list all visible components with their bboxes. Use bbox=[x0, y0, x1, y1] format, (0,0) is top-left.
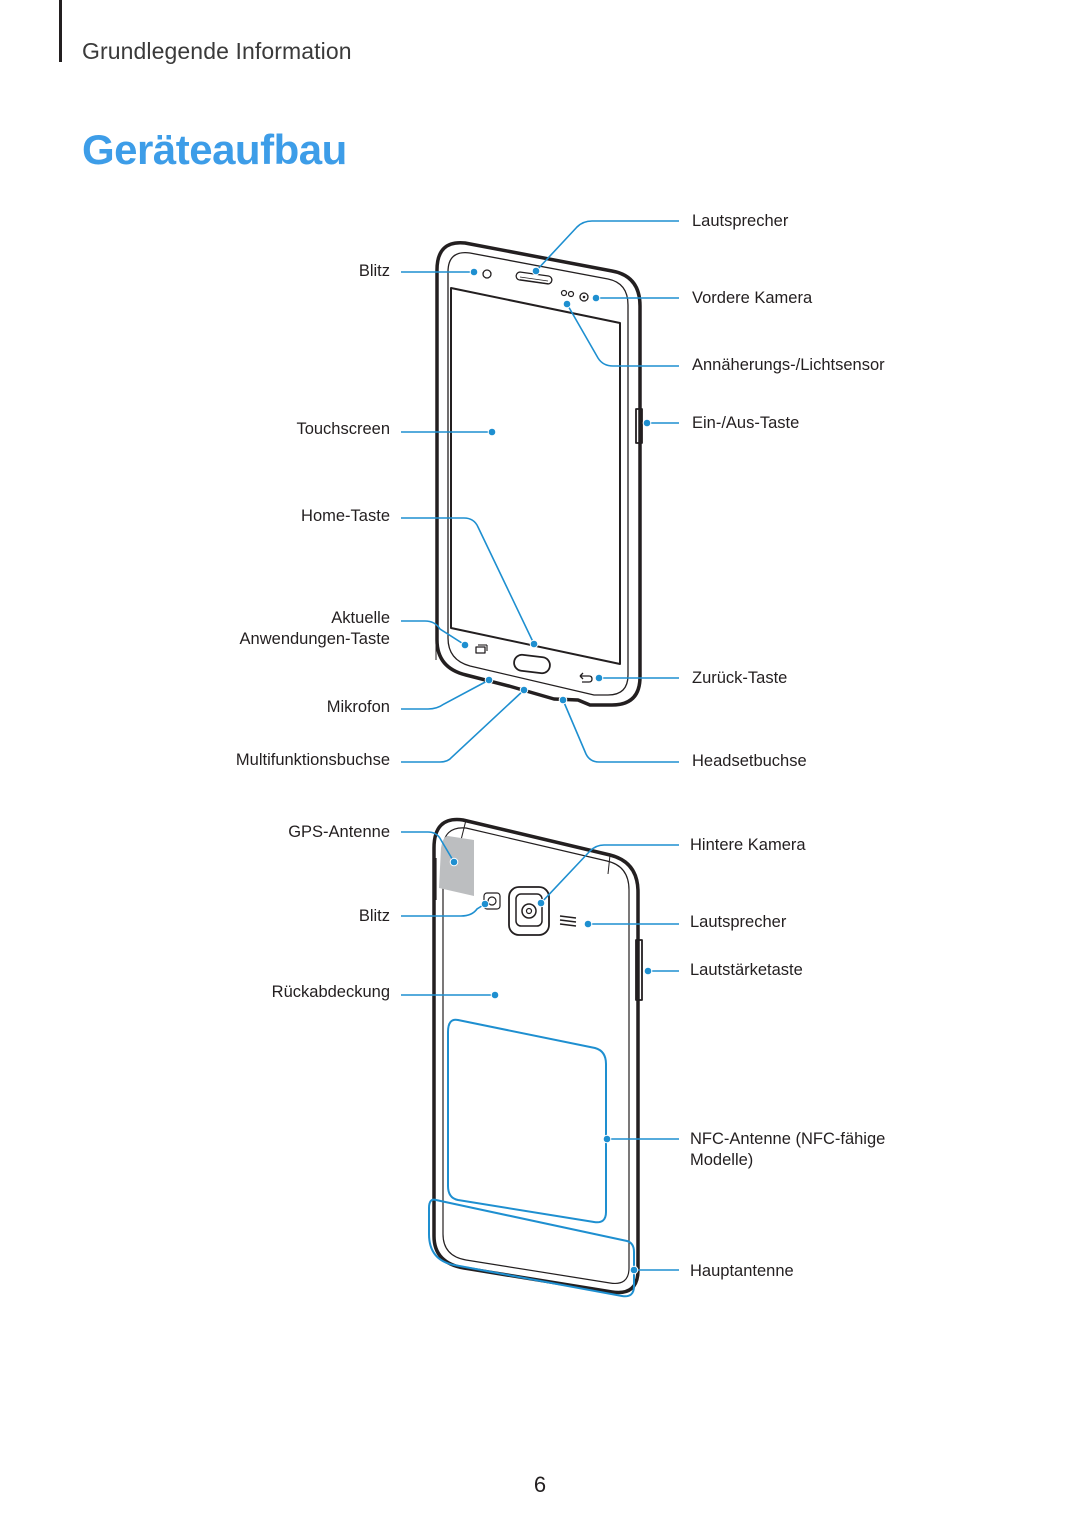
main-antenna-area bbox=[428, 1198, 635, 1298]
recent-apps-icon bbox=[475, 646, 486, 654]
label-vordere-kamera: Vordere Kamera bbox=[692, 289, 813, 307]
home-button bbox=[513, 653, 551, 675]
label-lautsprecher-front: Lautsprecher bbox=[692, 212, 789, 230]
label-hauptantenne: Hauptantenne bbox=[690, 1262, 794, 1280]
label-home-taste: Home-Taste bbox=[301, 507, 390, 525]
label-ein-aus-taste: Ein-/Aus-Taste bbox=[692, 414, 800, 432]
front-camera-icon bbox=[579, 292, 589, 302]
label-zurueck-taste: Zurück-Taste bbox=[692, 669, 788, 687]
label-aktuelle-line2: Anwendungen-Taste bbox=[239, 630, 390, 648]
front-phone-illustration bbox=[435, 241, 643, 707]
power-key bbox=[635, 408, 643, 444]
label-nfc-line2: Modelle) bbox=[690, 1151, 754, 1169]
rear-camera-module bbox=[508, 886, 550, 936]
front-phone-inner-bezel bbox=[447, 251, 629, 696]
label-blitz-front: Blitz bbox=[358, 262, 390, 280]
volume-key bbox=[635, 939, 643, 1001]
label-nfc-antenne: NFC-Antenne (NFC-fähige Modelle) bbox=[690, 1129, 885, 1171]
label-aktuelle-line1: Aktuelle bbox=[331, 609, 390, 627]
label-rueckabdeckung: Rückabdeckung bbox=[271, 983, 390, 1001]
label-annaeherungs-lichtsensor: Annäherungs-/Lichtsensor bbox=[692, 356, 885, 374]
nfc-antenna-area bbox=[447, 1018, 607, 1224]
header-rule bbox=[59, 0, 62, 62]
rear-camera-icon bbox=[521, 903, 537, 919]
front-screen bbox=[450, 287, 621, 665]
section-title: Grundlegende Information bbox=[82, 38, 352, 64]
label-lautsprecher-back: Lautsprecher bbox=[690, 913, 787, 931]
label-aktuelle-anwendungen-taste: Aktuelle Anwendungen-Taste bbox=[240, 608, 390, 650]
label-lautstaerketaste: Lautstärketaste bbox=[690, 961, 803, 979]
label-blitz-back: Blitz bbox=[358, 907, 390, 925]
back-icon bbox=[579, 672, 593, 683]
front-flash-icon bbox=[482, 269, 492, 279]
front-phone-outline bbox=[435, 241, 642, 707]
page-title: Geräteaufbau bbox=[82, 126, 347, 173]
label-gps-antenne: GPS-Antenne bbox=[288, 823, 390, 841]
rear-speaker-grille bbox=[559, 915, 577, 919]
label-mikrofon: Mikrofon bbox=[326, 698, 390, 716]
page-number: 6 bbox=[533, 1472, 547, 1497]
label-nfc-line1: NFC-Antenne (NFC-fähige bbox=[690, 1130, 886, 1148]
label-multifunktionsbuchse: Multifunktionsbuchse bbox=[235, 751, 390, 769]
label-headsetbuchse: Headsetbuchse bbox=[692, 752, 807, 770]
label-hintere-kamera: Hintere Kamera bbox=[690, 836, 806, 854]
back-phone-illustration bbox=[428, 817, 643, 1298]
leader-lines bbox=[401, 220, 679, 1271]
leader-dots bbox=[449, 266, 653, 1275]
label-touchscreen: Touchscreen bbox=[296, 420, 390, 438]
back-phone-outline bbox=[432, 817, 640, 1295]
